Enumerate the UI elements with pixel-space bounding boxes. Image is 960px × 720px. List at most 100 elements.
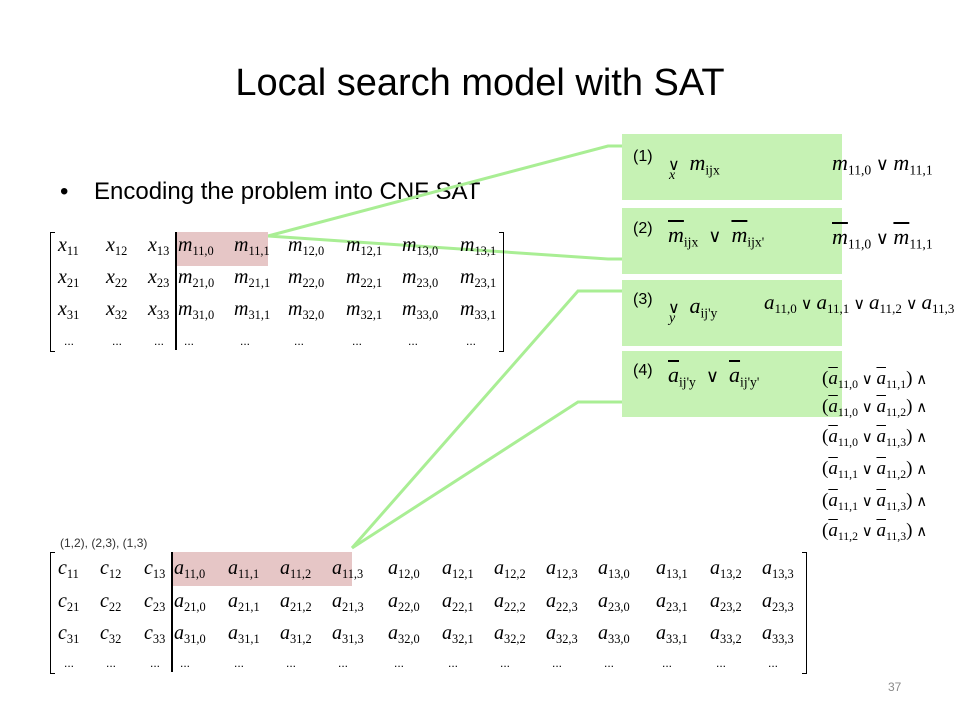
matrix-cell: a31,1 [228,622,260,646]
matrix-cell: a22,3 [546,590,578,614]
matrix-cell: a31,2 [280,622,312,646]
matrix-cell: c32 [100,622,122,646]
matrix-ellipsis: ... [154,334,165,348]
matrix-ellipsis: ... [552,656,563,670]
matrix-cell: x32 [106,298,128,322]
matrix-cell: c11 [58,557,79,581]
matrix-cell: c13 [144,557,166,581]
matrix-cell: a22,0 [388,590,420,614]
matrix-cell: a21,3 [332,590,364,614]
matrix-cell: c33 [144,622,166,646]
highlight-band [176,232,268,266]
constraint-label-1: (1) [633,148,653,165]
matrix-left-bracket [50,552,55,674]
constraint-panel-3 [622,280,842,346]
matrix-cell: m31,0 [178,298,215,322]
matrix-cell: a33,1 [656,622,688,646]
matrix-cell: c12 [100,557,122,581]
formula-2: mijx ∨ mijx' [668,222,765,250]
constraint-panel-1 [622,134,842,200]
matrix-cell: x12 [106,234,128,258]
pairwise-clause: (a11,0 ∨ a11,1) ∧ [822,368,928,391]
pairwise-clause: (a11,2 ∨ a11,3) ∧ [822,520,928,543]
matrix-cell: a22,2 [494,590,526,614]
matrix-cell: a11,2 [280,557,312,581]
matrix-cell: m33,0 [402,298,439,322]
matrix-ellipsis: ... [500,656,511,670]
matrix-cell: a21,1 [228,590,260,614]
matrix-cell: a31,3 [332,622,364,646]
matrix-cell: a13,1 [656,557,688,581]
matrix-ellipsis: ... [768,656,779,670]
constraint-panel-4 [622,351,842,417]
matrix-left-bracket [50,232,55,352]
matrix-cell: m32,0 [288,298,325,322]
matrix-ellipsis: ... [338,656,349,670]
matrix-ellipsis: ... [64,656,75,670]
matrix-cell: c22 [100,590,122,614]
matrix-cell: a13,2 [710,557,742,581]
matrix-cell: a23,1 [656,590,688,614]
matrix-cell: a21,2 [280,590,312,614]
matrix-cell: a12,1 [442,557,474,581]
matrix-cell: a32,0 [388,622,420,646]
matrix-cell: x22 [106,266,128,290]
matrix-cell: m23,1 [460,266,497,290]
example-3: a11,0 ∨ a11,1 ∨ a11,2 ∨ a11,3 [764,290,955,317]
bullet-dot: • [60,178,69,205]
matrix-cell: m23,0 [402,266,439,290]
matrix-cell: a33,2 [710,622,742,646]
matrix-cell: m22,1 [346,266,383,290]
matrix-cell: m13,0 [402,234,439,258]
matrix-cell: x11 [58,234,79,258]
matrix-separator [171,552,173,672]
matrix-cell: a12,0 [388,557,420,581]
matrix-ellipsis: ... [64,334,75,348]
connector-4 [351,400,622,550]
matrix-cell: m33,1 [460,298,497,322]
matrix-right-bracket [802,552,807,674]
matrix-ellipsis: ... [604,656,615,670]
matrix-right-bracket [499,232,504,352]
matrix-cell: a13,3 [762,557,794,581]
matrix-cell: m12,1 [346,234,383,258]
matrix-cell: x31 [58,298,80,322]
matrix-ellipsis: ... [150,656,161,670]
matrix-cell: a13,0 [598,557,630,581]
matrix-ellipsis: ... [448,656,459,670]
sequence-label: (1,2), (2,3), (1,3) [60,536,148,550]
matrix-cell: c31 [58,622,80,646]
matrix-ellipsis: ... [286,656,297,670]
pairwise-clause: (a11,1 ∨ a11,2) ∧ [822,458,928,481]
matrix-cell: m11,1 [234,234,270,258]
matrix-cell: x23 [148,266,170,290]
matrix-cell: m13,1 [460,234,497,258]
matrix-cell: a22,1 [442,590,474,614]
highlight-band [172,552,352,586]
formula-4: aij'y ∨ aij'y' [668,362,760,390]
matrix-cell: m22,0 [288,266,325,290]
matrix-ellipsis: ... [240,334,251,348]
connector-1 [267,144,622,238]
example-2: m11,0 ∨ m11,1 [832,224,933,252]
matrix-cell: x13 [148,234,170,258]
matrix-cell: x21 [58,266,80,290]
constraint-label-4: (4) [633,362,653,379]
matrix-ellipsis: ... [394,656,405,670]
matrix-ellipsis: ... [106,656,117,670]
formula-3: ∨ y aij'y [668,293,718,326]
matrix-cell: a23,0 [598,590,630,614]
matrix-cell: a32,3 [546,622,578,646]
matrix-cell: a23,2 [710,590,742,614]
matrix-ellipsis: ... [184,334,195,348]
matrix-cell: c23 [144,590,166,614]
constraint-panel-2 [622,208,842,274]
matrix-cell: m31,1 [234,298,271,322]
matrix-ellipsis: ... [466,334,477,348]
pairwise-clause: (a11,0 ∨ a11,2) ∧ [822,396,928,419]
matrix-ellipsis: ... [234,656,245,670]
example-1: m11,0 ∨ m11,1 [832,150,933,178]
matrix-cell: a12,3 [546,557,578,581]
matrix-cell: m11,0 [178,234,214,258]
